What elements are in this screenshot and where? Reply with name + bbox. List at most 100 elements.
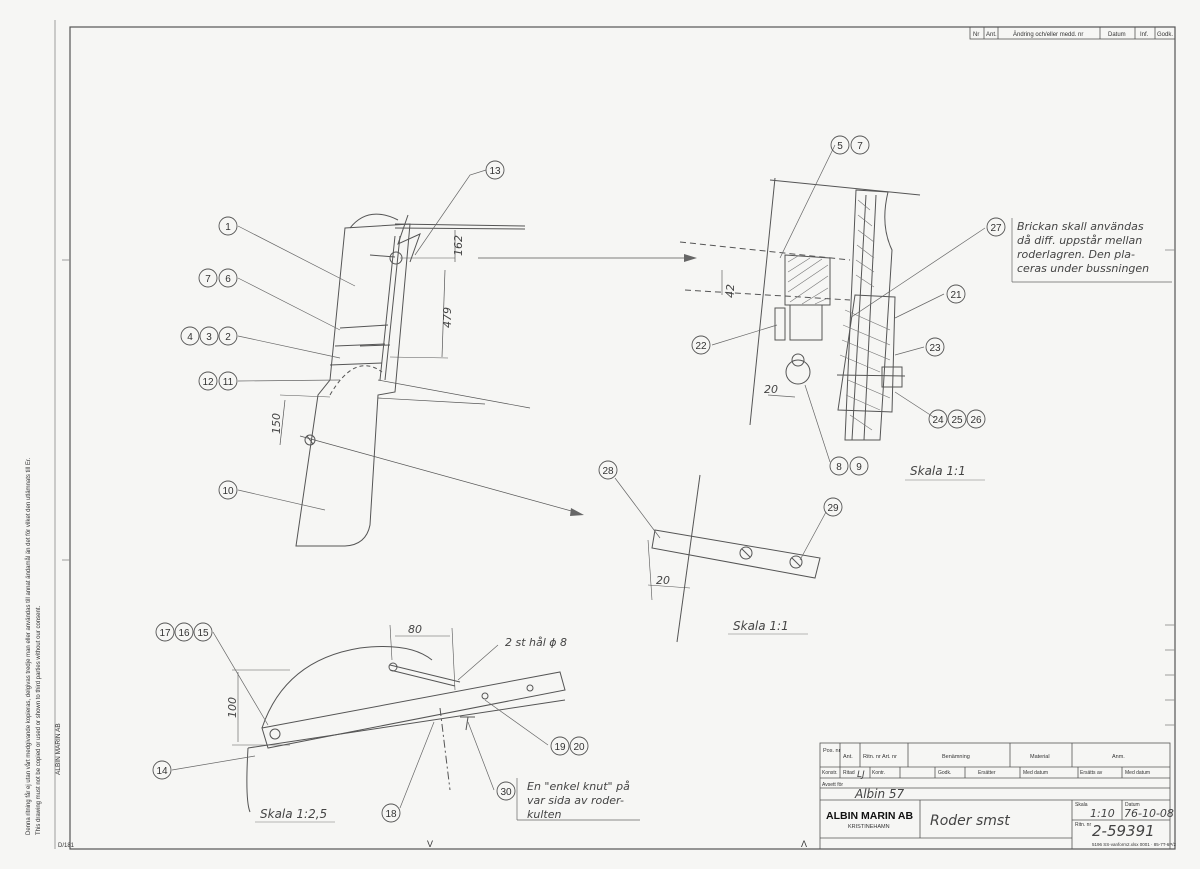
tb-datum-value: 76-10-08 xyxy=(1124,807,1174,820)
balloon-4: 4 xyxy=(187,332,193,343)
leader-lines-section xyxy=(711,144,986,463)
tb-header-ant: Ant. xyxy=(843,754,853,760)
balloon-5: 5 xyxy=(837,141,843,152)
balloon-28: 28 xyxy=(602,466,614,477)
section-hatching xyxy=(787,199,891,431)
note-knut-line1: En "enkel knut" på xyxy=(527,780,630,793)
tb-footer: 5196 SS-vanform2.xlsx 0001 · 85-7T-6P/2 xyxy=(1092,842,1177,847)
balloon-19: 19 xyxy=(554,742,566,753)
tb-med-datum-1: Med datum xyxy=(1023,770,1048,776)
balloon-12: 12 xyxy=(202,377,214,388)
balloon-11: 11 xyxy=(223,377,234,388)
revision-block: Nr Ant. Ändring och/eller medd. nr Datum… xyxy=(969,26,1176,40)
tb-ersatter-label: Ersätter xyxy=(978,770,996,776)
side-notice-english: This drawing must not be copied or used … xyxy=(36,606,42,835)
balloon-8: 8 xyxy=(836,462,842,473)
section-arrow-down xyxy=(570,508,584,516)
side-notice-company: ALBIN MARIN AB xyxy=(55,723,62,775)
dim-100: 100 xyxy=(226,697,239,718)
tb-med-datum-2: Med datum xyxy=(1125,770,1150,776)
tb-header-benamning: Benämning xyxy=(942,754,970,760)
leader-lines-tiller xyxy=(614,477,827,561)
rev-header-datum: Datum xyxy=(1108,32,1126,38)
balloon-16: 16 xyxy=(178,628,190,639)
balloon-6: 6 xyxy=(225,274,231,285)
tb-kontr-label: Kontr. xyxy=(872,770,885,776)
rev-header-ant: Ant. xyxy=(986,32,997,38)
side-notice: Denna ritning får ej utan vårt medgivand… xyxy=(25,457,62,835)
rev-header-andring: Ändring och/eller medd. nr xyxy=(1013,31,1083,38)
tb-ritad-label: Ritad xyxy=(843,770,855,776)
left-sheet-code: D/181 xyxy=(58,843,75,849)
dim-20-section: 20 xyxy=(764,383,778,396)
rudder-side-view xyxy=(279,213,690,547)
leader-lines-left xyxy=(237,169,487,511)
rev-header-inf: Inf. xyxy=(1140,32,1149,38)
section-arrow-right xyxy=(684,254,697,262)
balloon-23: 23 xyxy=(929,343,941,354)
balloon-20: 20 xyxy=(573,742,585,753)
tiller-detail-view xyxy=(647,474,821,643)
tb-header-pos: Pos. nr xyxy=(823,748,841,754)
balloons xyxy=(152,135,1006,823)
tb-avsett-label: Avsett för xyxy=(822,782,843,788)
leader-lines-bottom xyxy=(171,631,549,809)
balloon-21: 21 xyxy=(950,290,962,301)
balloon-24: 24 xyxy=(932,415,944,426)
note-holes: 2 st hål ϕ 8 xyxy=(505,636,567,649)
tb-header-ritn: Ritn. nr Art. nr xyxy=(863,754,897,760)
tb-city: KRISTINEHAMN xyxy=(848,824,890,830)
margin-ticks xyxy=(62,249,1175,726)
tb-konstr-label: Konstr. xyxy=(822,770,838,776)
tb-title: Roder smst xyxy=(930,813,1010,829)
tb-ersatts-label: Ersätts av xyxy=(1080,770,1103,776)
tb-datum-label: Datum xyxy=(1125,802,1140,808)
balloon-27: 27 xyxy=(990,223,1002,234)
note-brickan-line2: då diff. uppstår mellan xyxy=(1017,234,1142,247)
balloon-1: 1 xyxy=(225,222,231,233)
note-brickan-line1: Brickan skall användas xyxy=(1017,220,1144,233)
balloon-2: 2 xyxy=(225,332,231,343)
balloon-22: 22 xyxy=(695,341,707,352)
balloon-numbers: 1 7 6 4 3 2 12 11 10 13 5 7 27 21 22 23 … xyxy=(156,141,1002,820)
tb-header-anm: Anm. xyxy=(1112,754,1125,760)
balloon-29: 29 xyxy=(827,503,839,514)
tb-ritn-value: 2-59391 xyxy=(1092,822,1155,840)
balloon-15: 15 xyxy=(197,628,209,639)
balloon-18: 18 xyxy=(385,809,397,820)
scale-label-bottom: Skala 1:2,5 xyxy=(260,807,327,821)
title-block xyxy=(819,742,1171,850)
scale-label-section: Skala 1:1 xyxy=(910,464,966,478)
note-knut-line3: kulten xyxy=(527,808,561,821)
note-knut: En "enkel knut" på var sida av roder- ku… xyxy=(516,778,640,821)
balloon-7: 7 xyxy=(205,274,211,285)
rev-header-godk: Godk. xyxy=(1157,32,1173,38)
note-brickan-line3: roderlagren. Den pla- xyxy=(1017,248,1135,261)
note-brickan: Brickan skall användas då diff. uppstår … xyxy=(1011,218,1172,283)
rudder-top-view xyxy=(232,624,566,813)
dim-479: 479 xyxy=(441,307,454,328)
balloon-3: 3 xyxy=(206,332,212,343)
note-knut-line2: var sida av roder- xyxy=(527,794,624,807)
sheet-arrow-2: Λ xyxy=(801,839,807,849)
balloon-25: 25 xyxy=(951,415,963,426)
balloon-9: 9 xyxy=(856,462,862,473)
dim-20-tiller: 20 xyxy=(656,574,670,587)
balloon-7b: 7 xyxy=(857,141,863,152)
dim-150: 150 xyxy=(270,413,283,434)
balloon-14: 14 xyxy=(156,766,168,777)
tb-header-material: Material xyxy=(1030,754,1050,760)
balloon-30: 30 xyxy=(500,787,512,798)
dim-162: 162 xyxy=(452,235,465,256)
drawing-frame xyxy=(69,26,1176,850)
balloon-26: 26 xyxy=(970,415,982,426)
tb-company: ALBIN MARIN AB xyxy=(826,810,914,822)
scale-label-tiller: Skala 1:1 xyxy=(733,619,789,633)
tb-godk-label: Godk. xyxy=(938,770,951,776)
dim-80: 80 xyxy=(408,623,422,636)
tb-ritn-label: Ritn. nr xyxy=(1075,822,1091,828)
title-block-text: Pos. nr Ant. Ritn. nr Art. nr Benämning … xyxy=(822,748,1177,847)
tb-skala-value: 1:10 xyxy=(1090,807,1115,820)
rev-header-nr: Nr xyxy=(973,32,979,38)
